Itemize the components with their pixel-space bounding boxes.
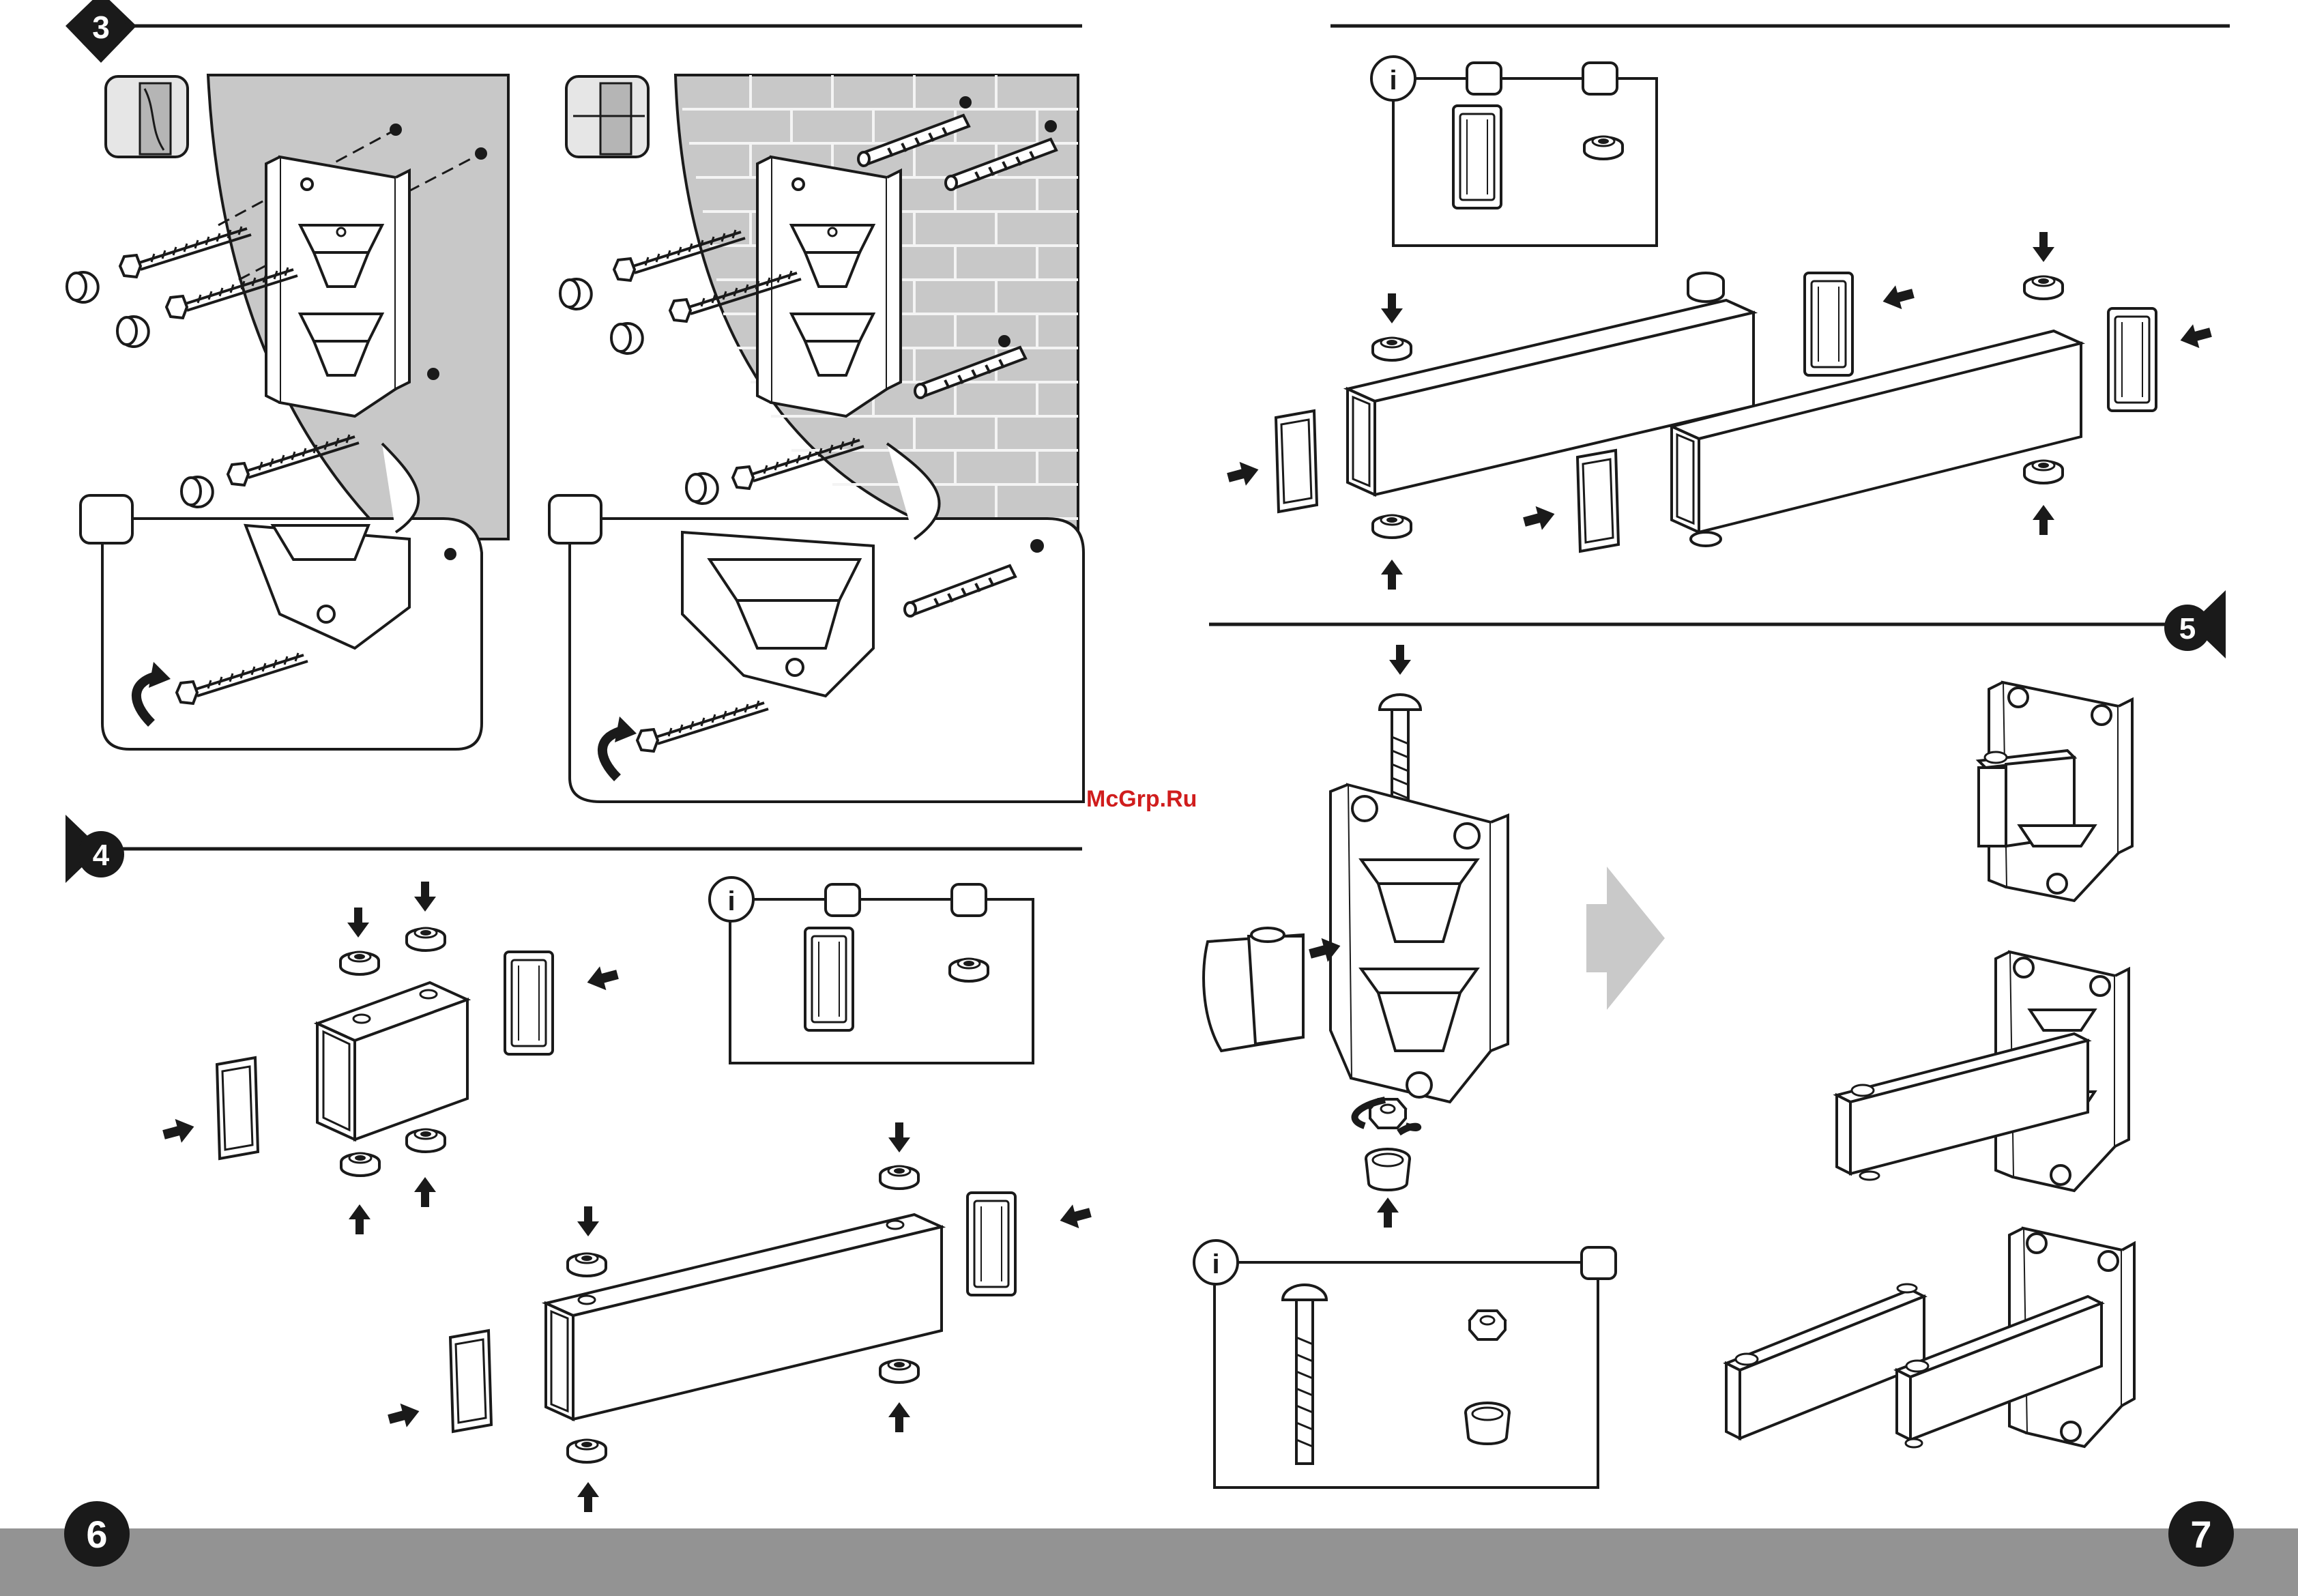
arrow-up-icon <box>349 1204 370 1234</box>
step-3-badge: 3 <box>31 0 136 66</box>
arrow-up-icon <box>888 1402 910 1432</box>
end-cap-icon <box>1577 450 1618 551</box>
bolt-assembly <box>1204 645 1508 1228</box>
insert-plug-icon <box>1805 273 1852 375</box>
cover-cap-icon <box>611 323 643 353</box>
bushing-icon <box>880 1166 918 1189</box>
page-number-left: 6 <box>86 1513 107 1556</box>
info-box-step5: i <box>1194 1240 1616 1488</box>
step-4-badge: 4 <box>66 815 124 883</box>
carriage-bolt-icon <box>1380 695 1421 710</box>
screw-icon <box>120 227 251 277</box>
step-4-section: 4 i <box>66 815 1094 1512</box>
callout-label-box <box>549 495 601 543</box>
hex-nut-icon <box>1470 1311 1505 1339</box>
cover-cap-icon <box>560 279 592 309</box>
arrow-down-icon <box>347 908 369 938</box>
nut-cap-icon <box>1466 1403 1509 1444</box>
result-arrow-icon <box>1586 867 1665 1010</box>
long-arm-assembly <box>386 1122 1093 1512</box>
insert-plug-icon <box>968 1193 1015 1295</box>
arrow-left-icon <box>584 963 621 995</box>
step-3-section: 3 <box>31 0 1083 802</box>
arrow-right-icon <box>1225 458 1262 490</box>
arrow-up-icon <box>1377 1198 1399 1228</box>
arrow-up-icon <box>1381 560 1403 590</box>
cover-cap-icon <box>117 317 149 347</box>
two-arm-assembly <box>1225 232 2213 590</box>
arrow-up-icon <box>577 1482 599 1512</box>
result-one-arm <box>1837 952 2129 1191</box>
bushing-icon <box>2024 461 2063 483</box>
info-icon: i <box>727 886 735 916</box>
arrow-right-icon <box>160 1115 197 1147</box>
short-arm-assembly <box>160 882 620 1234</box>
bushing-icon <box>950 959 988 981</box>
bushing-icon <box>880 1360 918 1382</box>
cover-cap-icon <box>686 474 718 504</box>
callout-label-box <box>81 495 132 543</box>
step-4-number: 4 <box>93 839 110 872</box>
arrow-up-icon <box>2033 505 2054 535</box>
end-cap-icon <box>1276 411 1317 512</box>
bushing-icon <box>1373 515 1411 538</box>
arrow-left-icon <box>1880 282 1917 314</box>
bushing-icon <box>407 928 445 951</box>
arrow-up-icon <box>414 1177 436 1207</box>
wood-wall-panel <box>67 75 508 749</box>
step-5-section: 5 <box>1194 590 2226 1488</box>
bushing-icon <box>1373 338 1411 360</box>
result-two-arms <box>1726 1228 2134 1447</box>
wall-bracket <box>266 157 409 416</box>
step-5-number: 5 <box>2179 612 2196 645</box>
arrow-down-icon <box>414 882 436 912</box>
bushing-icon <box>568 1440 606 1462</box>
page-number-right: 7 <box>2190 1513 2211 1556</box>
bushing-icon <box>568 1253 606 1276</box>
arrow-down-icon <box>1381 293 1403 323</box>
bushing-icon <box>2024 276 2063 299</box>
arrow-left-icon <box>2177 321 2214 353</box>
info-box-top-right: i <box>1371 57 1657 246</box>
insert-plug-icon <box>805 928 853 1030</box>
arrow-down-icon <box>2033 232 2054 262</box>
arrow-down-icon <box>577 1206 599 1236</box>
arrow-down-icon <box>1389 645 1411 675</box>
arrow-right-icon <box>386 1399 422 1432</box>
info-icon: i <box>1389 66 1397 96</box>
bushing-icon <box>340 952 379 974</box>
arrow-right-icon <box>1521 502 1558 534</box>
nut-cap-icon <box>1366 1149 1410 1190</box>
arrow-down-icon <box>888 1122 910 1152</box>
info-icon: i <box>1212 1249 1219 1279</box>
bushing-icon <box>1584 136 1623 159</box>
cover-cap-icon <box>67 272 98 302</box>
info-box-step4: i <box>710 877 1033 1063</box>
insert-plug-icon <box>1453 106 1501 208</box>
watermark: McGrp.Ru <box>1086 786 1197 812</box>
bushing-icon <box>407 1129 445 1152</box>
end-cap-icon <box>450 1331 491 1432</box>
arrow-left-icon <box>1057 1201 1094 1233</box>
brick-wall-panel <box>549 75 1083 802</box>
step-4-continued-section: i <box>1225 26 2230 590</box>
step-5-badge: 5 <box>2164 590 2226 658</box>
step-3-number: 3 <box>92 10 110 45</box>
footer-bar: 6 7 <box>0 1501 2298 1596</box>
end-cap-icon <box>217 1058 258 1159</box>
bushing-icon <box>341 1153 379 1176</box>
cover-cap-icon <box>181 477 213 507</box>
insert-plug-icon <box>505 952 553 1054</box>
result-folded <box>1979 682 2132 901</box>
insert-plug-icon <box>2108 308 2156 411</box>
